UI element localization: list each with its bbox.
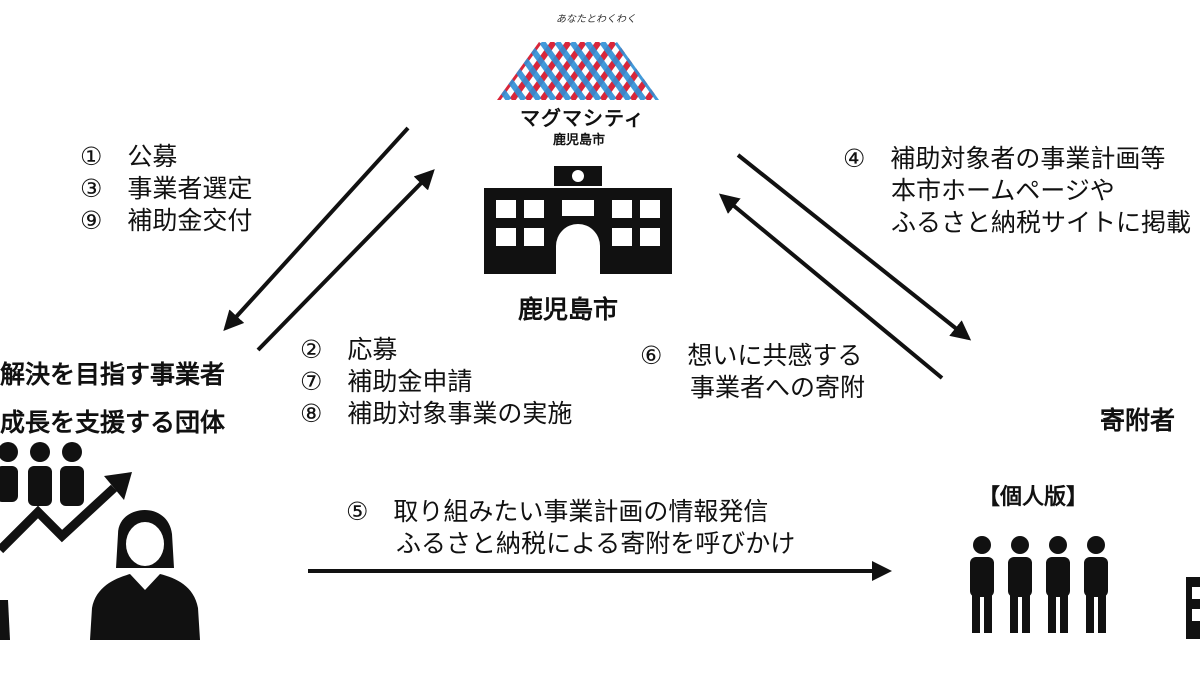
individual-donors-icon	[970, 536, 1108, 633]
logo-tagline: あなたとわくわく	[556, 14, 636, 25]
business-label-line2: 成長を支援する団体	[0, 408, 226, 437]
business-label: 解決を目指す事業者 成長を支援する団体	[0, 352, 260, 446]
step-6: ⑥ 想いに共感する	[640, 341, 863, 370]
logo-name: マグマシティ	[520, 106, 645, 130]
arrow-business-to-city	[256, 169, 435, 352]
city-hall-icon	[484, 166, 672, 274]
arrow-city-to-donor	[736, 153, 972, 341]
step-9: ⑨ 補助金交付	[80, 206, 253, 235]
business-label-line1: 解決を目指す事業者	[0, 360, 226, 389]
left-steps: ① 公募 ③ 事業者選定 ⑨ 補助金交付	[80, 141, 252, 237]
step-5-line2: ふるさと納税による寄附を呼びかけ	[396, 529, 796, 558]
step-1: ① 公募	[80, 142, 178, 171]
step-8: ⑧ 補助対象事業の実施	[300, 399, 573, 428]
step-6-line2: 事業者への寄附	[690, 373, 866, 402]
right-top-steps: ④ 補助対象者の事業計画等 本市ホームページや ふるさと納税サイトに掲載	[843, 143, 1200, 239]
step-4-line2: 本市ホームページや	[891, 176, 1115, 205]
middle-steps: ② 応募 ⑦ 補助金申請 ⑧ 補助対象事業の実施	[300, 334, 572, 430]
step-7: ⑦ 補助金申請	[300, 367, 473, 396]
logo-city: 鹿児島市	[553, 133, 606, 148]
arrow-city-to-business	[223, 126, 410, 331]
donor-corporate-label: 【	[1188, 479, 1200, 511]
corporate-building-icon	[1186, 577, 1200, 639]
step-4-line3: ふるさと納税サイトに掲載	[891, 208, 1192, 237]
arrow-donor-to-city	[718, 193, 944, 380]
logo-mountain-icon	[497, 42, 659, 100]
donation-steps: ⑥ 想いに共感する 事業者への寄附	[640, 340, 865, 404]
step-4: ④ 補助対象者の事業計画等	[843, 144, 1166, 173]
bottom-steps: ⑤ 取り組みたい事業計画の情報発信 ふるさと納税による寄附を呼びかけ	[346, 496, 795, 560]
step-2: ② 応募	[300, 335, 398, 364]
step-5: ⑤ 取り組みたい事業計画の情報発信	[346, 497, 769, 526]
donor-individual-label: 【個人版】	[978, 485, 1089, 510]
step-3: ③ 事業者選定	[80, 174, 253, 203]
donor-label: 寄附者	[1100, 406, 1176, 435]
city-label: 鹿児島市	[518, 295, 619, 324]
business-people-icon	[0, 442, 200, 640]
